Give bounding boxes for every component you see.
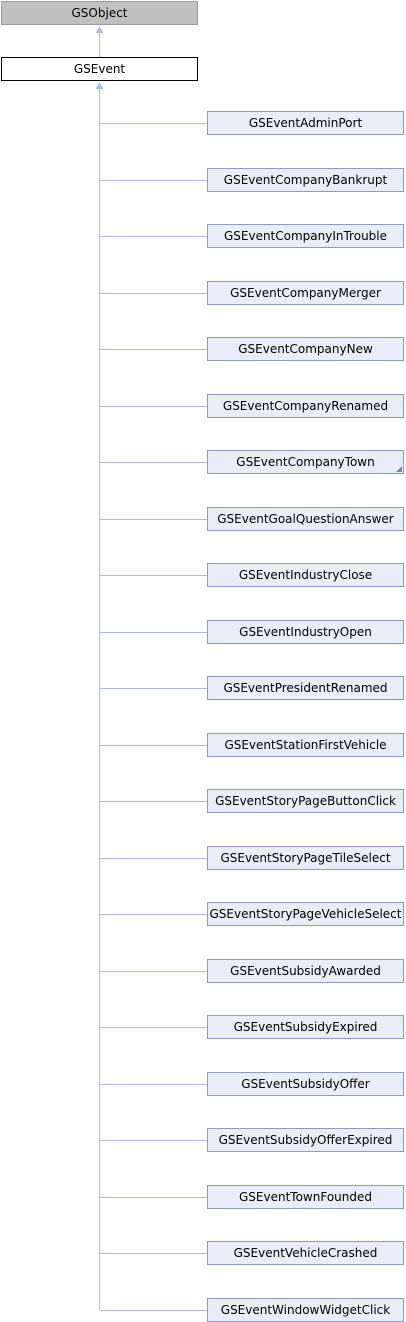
class-node-gseventstorypagetileselect[interactable]: GSEventStoryPageTileSelect — [207, 846, 404, 870]
class-node-gseventstationfirstvehicle[interactable]: GSEventStationFirstVehicle — [207, 733, 404, 757]
class-node-gseventwindowwidgetclick[interactable]: GSEventWindowWidgetClick — [207, 1298, 404, 1322]
class-node-gseventindustryopen[interactable]: GSEventIndustryOpen — [207, 620, 404, 644]
class-node-label: GSEventCompanyNew — [238, 342, 373, 356]
class-node-label: GSEventPresidentRenamed — [223, 681, 388, 695]
class-node-label: GSEventCompanyInTrouble — [223, 229, 388, 243]
class-node-label: GSEventGoalQuestionAnswer — [217, 512, 394, 526]
class-node-gseventvehiclecrashed[interactable]: GSEventVehicleCrashed — [207, 1241, 404, 1265]
class-node-label: GSEventVehicleCrashed — [233, 1246, 378, 1260]
class-node-label: GSEventIndustryOpen — [239, 625, 372, 639]
class-node-gseventstorypagebuttonclick[interactable]: GSEventStoryPageButtonClick — [207, 789, 404, 813]
class-node-label: GSEventCompanyBankrupt — [223, 173, 388, 187]
class-node-label: GSEventWindowWidgetClick — [220, 1303, 391, 1317]
class-node-gsevent: GSEvent — [1, 57, 198, 81]
class-node-label: GSEventStoryPageVehicleSelect — [209, 907, 402, 921]
class-node-gseventcompanymerger[interactable]: GSEventCompanyMerger — [207, 281, 404, 305]
class-node-label: GSEventCompanyTown — [236, 455, 375, 469]
class-node-label: GSObject — [71, 6, 128, 20]
class-node-label: GSEventCompanyMerger — [230, 286, 381, 300]
class-node-label: GSEventCompanyRenamed — [222, 399, 389, 413]
arrowhead-gsobject — [95, 26, 104, 33]
class-node-gseventpresidentrenamed[interactable]: GSEventPresidentRenamed — [207, 676, 404, 700]
class-node-label: GSEventSubsidyOffer — [241, 1077, 370, 1091]
class-node-gseventadminport[interactable]: GSEventAdminPort — [207, 111, 404, 135]
class-node-gseventcompanyrenamed[interactable]: GSEventCompanyRenamed — [207, 394, 404, 418]
class-node-gseventcompanyintrouble[interactable]: GSEventCompanyInTrouble — [207, 224, 404, 248]
class-node-gseventsubsidyoffer[interactable]: GSEventSubsidyOffer — [207, 1072, 404, 1096]
class-node-label: GSEventStoryPageTileSelect — [220, 851, 391, 865]
class-node-label: GSEventSubsidyAwarded — [230, 964, 381, 978]
class-node-gseventtownfounded[interactable]: GSEventTownFounded — [207, 1185, 404, 1209]
class-node-label: GSEventSubsidyOfferExpired — [218, 1133, 393, 1147]
class-node-gseventcompanybankrupt[interactable]: GSEventCompanyBankrupt — [207, 168, 404, 192]
more-subclasses-marker — [396, 466, 402, 472]
class-node-gseventcompanynew[interactable]: GSEventCompanyNew — [207, 337, 404, 361]
class-node-gsobject[interactable]: GSObject — [1, 1, 198, 25]
class-node-label: GSEventStoryPageButtonClick — [215, 794, 396, 808]
class-node-gseventsubsidyexpired[interactable]: GSEventSubsidyExpired — [207, 1015, 404, 1039]
class-node-gseventstorypagevehicleselect[interactable]: GSEventStoryPageVehicleSelect — [207, 902, 404, 926]
class-node-gseventcompanytown[interactable]: GSEventCompanyTown — [207, 450, 404, 474]
class-node-label: GSEventAdminPort — [248, 116, 363, 130]
class-node-gseventgoalquestionanswer[interactable]: GSEventGoalQuestionAnswer — [207, 507, 404, 531]
class-node-label: GSEventTownFounded — [239, 1190, 372, 1204]
class-node-label: GSEvent — [73, 62, 126, 76]
class-node-label: GSEventSubsidyExpired — [233, 1020, 378, 1034]
class-node-gseventsubsidyofferexpired[interactable]: GSEventSubsidyOfferExpired — [207, 1128, 404, 1152]
class-node-gseventsubsidyawarded[interactable]: GSEventSubsidyAwarded — [207, 959, 404, 983]
class-node-label: GSEventStationFirstVehicle — [224, 738, 387, 752]
class-node-label: GSEventIndustryClose — [238, 568, 373, 582]
arrowhead-gsevent — [95, 82, 104, 89]
class-node-gseventindustryclose[interactable]: GSEventIndustryClose — [207, 563, 404, 587]
